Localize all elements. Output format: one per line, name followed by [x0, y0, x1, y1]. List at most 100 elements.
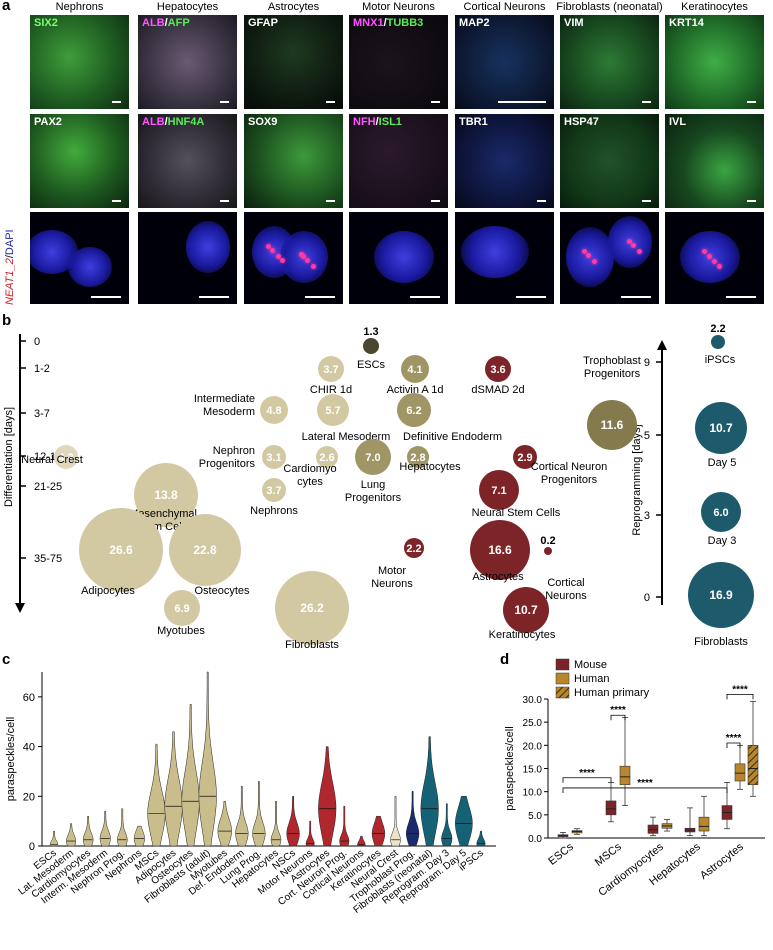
paraspeckle-dot [631, 243, 636, 248]
paraspeckle-dot [586, 253, 591, 258]
panel-d-box-chart: 0.05.010.015.020.025.030.0paraspeckles/c… [504, 658, 765, 899]
marker-label-part: IVL [669, 116, 687, 128]
scale-bar [220, 101, 229, 103]
scale-bar [112, 200, 121, 202]
y-tick-label: 40 [23, 742, 35, 754]
paraspeckle-dot [717, 264, 722, 269]
box [619, 765, 631, 786]
y-tick-label: 15.0 [523, 765, 543, 776]
bubble-value: 10.7 [514, 603, 538, 617]
bubble-label: Neurons [545, 590, 587, 602]
significance-label: **** [637, 778, 653, 789]
legend-label: Mouse [574, 659, 607, 671]
bubble-value: 5.7 [325, 405, 340, 417]
violin [164, 731, 183, 847]
bubble [79, 508, 163, 592]
scale-bar [498, 101, 546, 103]
paraspeckle-dot [299, 252, 304, 257]
violin [371, 815, 386, 847]
bubble [688, 562, 754, 628]
marker-label-part: / [383, 17, 387, 29]
y-tick-label: 20 [23, 791, 35, 803]
y-axis-title: paraspeckles/cell [504, 726, 516, 810]
bubble [513, 445, 537, 469]
micrograph-cell: VIM [560, 15, 659, 109]
bubble-value: 26.6 [109, 543, 133, 557]
bubble [134, 463, 198, 527]
scale-bar [199, 296, 229, 298]
legend-label: Human primary [574, 687, 650, 699]
micrograph-cell [30, 212, 129, 304]
marker-label-part: / [164, 17, 168, 29]
bubble [401, 355, 429, 383]
bubble [169, 514, 241, 586]
bubble-label: Progenitors [345, 492, 402, 504]
bubble [275, 571, 349, 645]
y-tick-label: 0 [29, 841, 35, 853]
marker-label: TBR1 [459, 116, 488, 128]
y-tick-label: 0.0 [528, 834, 542, 845]
marker-label-part: SIX2 [34, 17, 58, 29]
scale-bar [91, 296, 121, 298]
bubble-label: Day 5 [708, 457, 737, 469]
marker-label: PAX2 [34, 116, 62, 128]
bubble-value: 6.2 [406, 405, 421, 417]
bubble-value: 4.1 [407, 364, 422, 376]
marker-label-part: TBR1 [459, 116, 488, 128]
micrograph-cell [244, 212, 343, 304]
bubble-label: Motor [378, 565, 406, 577]
bubble-label: Nephrons [250, 505, 298, 517]
bubble-label: Nephron [213, 445, 255, 457]
marker-label-part: MNX1 [353, 17, 384, 29]
panel-d-letter: d [500, 651, 510, 668]
bubble [503, 587, 549, 633]
paraspeckle-dot [301, 254, 306, 259]
scale-bar [431, 101, 440, 103]
micrograph-cell: ALB/AFP [138, 15, 237, 109]
bubble-value: 2.2 [406, 543, 421, 555]
marker-label-part: ALB [142, 17, 165, 29]
violin [406, 791, 420, 847]
marker-label-part: / [164, 116, 168, 128]
micrograph-cell [455, 212, 554, 304]
scale-bar [112, 101, 121, 103]
violin [455, 796, 473, 847]
marker-label-part: NFH [353, 116, 376, 128]
bubble [485, 356, 511, 382]
bubble-value: 3.6 [490, 364, 505, 376]
bubble-label: Myotubes [157, 625, 205, 637]
box [734, 763, 746, 782]
bubble-value: 10.7 [709, 421, 733, 435]
scale-bar [431, 200, 440, 202]
bubble-label: Astrocytes [472, 571, 524, 583]
significance-label: **** [610, 705, 626, 716]
scale-bar [537, 200, 546, 202]
bubble-label: ESCs [357, 359, 386, 371]
bubble-label: Cardiomyo [283, 463, 336, 475]
marker-label-part: TUBB3 [386, 17, 424, 29]
scale-bar [747, 101, 756, 103]
marker-label-part: HNF4A [167, 116, 205, 128]
paraspeckle-dot [627, 239, 632, 244]
right-tick-label: 5 [644, 430, 650, 442]
paraspeckle-dot [707, 254, 712, 259]
paraspeckle-dot [305, 258, 310, 263]
bubble [397, 393, 431, 427]
micrograph-cell [560, 212, 659, 304]
nucleus [461, 226, 529, 278]
micrograph-cell: PAX2 [30, 114, 129, 208]
marker-label: SIX2 [34, 17, 58, 29]
bubble-label: Neurons [371, 578, 413, 590]
nucleus [68, 247, 112, 287]
y-tick-label: 30.0 [523, 695, 543, 706]
bubble-value: 2.9 [517, 452, 532, 464]
marker-label-part: HSP47 [564, 116, 599, 128]
legend-swatch [555, 686, 570, 699]
scale-bar [642, 200, 651, 202]
significance-label: **** [732, 684, 748, 695]
bubble [260, 396, 288, 424]
x-tick-label: Astrocytes [698, 841, 746, 882]
violin [117, 808, 128, 847]
right-axis-arrow [657, 340, 667, 350]
